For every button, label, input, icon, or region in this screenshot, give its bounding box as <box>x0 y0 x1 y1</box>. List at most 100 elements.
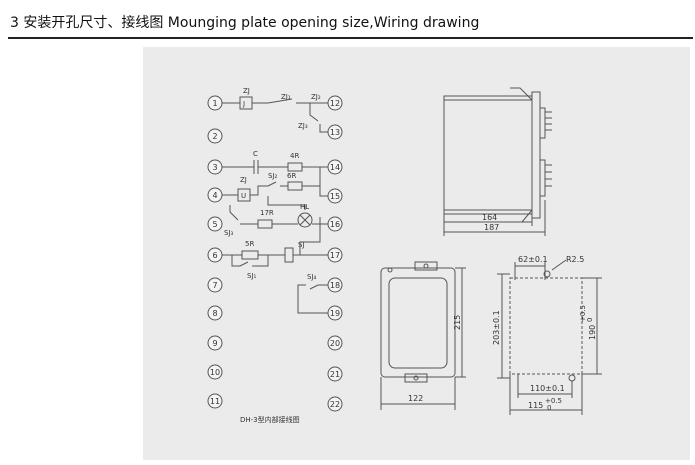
label-zj3: ZJ₃ <box>298 122 308 130</box>
relay-coil-sj <box>284 247 294 263</box>
terminal-8 <box>207 305 223 321</box>
terminal-11 <box>207 393 223 409</box>
dim-190-tol: +0.5 <box>579 305 587 322</box>
label-5r: 5R <box>245 240 254 248</box>
dim-115-tol2: 0 <box>547 404 551 412</box>
terminal-20 <box>327 335 343 351</box>
label-sj4: SJ₄ <box>307 273 317 281</box>
dim-115: 115 <box>528 401 543 410</box>
label-17r: 17R <box>260 209 274 217</box>
terminal-number: 11 <box>210 397 220 406</box>
relay-coil-zj <box>239 96 253 110</box>
top-tab <box>414 261 438 271</box>
terminal-number: 21 <box>330 370 340 379</box>
terminal-number: 18 <box>330 281 340 290</box>
terminal-number: 20 <box>330 339 340 348</box>
terminal-7 <box>207 277 223 293</box>
mounting-flange <box>531 91 541 219</box>
dim-115-tol: +0.5 <box>545 397 562 405</box>
label-6r: 6R <box>287 172 296 180</box>
resistor-5r <box>241 250 259 260</box>
terminal-number: 14 <box>330 163 340 172</box>
circuit-terminal-4-15: ZJ U SJ₂ 6R <box>222 172 328 210</box>
circuit-terminal-6-17: 5R SJ SJ₁ <box>222 217 328 280</box>
right-terminal-numbers: 12 13 14 15 16 17 18 19 20 21 22 <box>330 99 340 409</box>
resistor-17r <box>257 219 273 229</box>
capacitor-c <box>253 160 259 174</box>
terminal-number: 13 <box>330 128 340 137</box>
mounting-hole-top <box>543 270 551 278</box>
front-view: 215 122 <box>380 261 466 410</box>
cutout-outline <box>509 277 583 375</box>
label-zj2: ZJ₂ <box>311 93 321 101</box>
section-heading: 3 安装开孔尺寸、接线图 Mounging plate opening size… <box>10 15 480 31</box>
resistor-4r <box>287 162 303 172</box>
panel-cutout: 62±0.1 R2.5 203±0.1 190 +0.5 0 110±0.1 1… <box>492 255 602 415</box>
right-terminal-column <box>327 95 343 412</box>
circuit-terminal-3-14: C 4R <box>222 150 328 186</box>
circuit-terminal-1-12: ZJ J ZJ₁ ZJ₂ ZJ₃ <box>222 87 328 133</box>
terminal-number: 16 <box>330 220 340 229</box>
terminal-22 <box>327 396 343 412</box>
left-terminal-column <box>207 95 223 409</box>
terminal-number: 17 <box>330 251 340 260</box>
terminal-2 <box>207 128 223 144</box>
terminal-9 <box>207 335 223 351</box>
label-sj1: SJ₁ <box>247 272 257 280</box>
dim-62: 62±0.1 <box>518 255 548 264</box>
terminal-number: 1 <box>212 99 217 108</box>
wiring-diagram: 1 2 3 4 5 6 7 8 9 10 11 12 <box>207 87 343 424</box>
front-plate <box>380 267 456 378</box>
relay-coil-u <box>237 188 251 202</box>
label-4r: 4R <box>290 152 299 160</box>
terminal-number: 9 <box>212 339 217 348</box>
terminal-number: 12 <box>330 99 340 108</box>
case-body <box>443 95 533 215</box>
terminal-10 <box>207 364 223 380</box>
mounting-hole-bottom <box>568 374 576 382</box>
label-c: C <box>253 150 258 158</box>
dim-187: 187 <box>484 223 499 232</box>
label-hl: HL <box>300 203 309 211</box>
label-zj: ZJ <box>243 87 250 95</box>
terminal-number: 6 <box>212 251 217 260</box>
drawing-panel <box>143 47 690 460</box>
dim-203: 203±0.1 <box>492 310 501 345</box>
terminal-number: 3 <box>212 163 217 172</box>
dim-190: 190 <box>588 325 597 340</box>
terminal-5 <box>207 216 223 232</box>
bottom-tab <box>404 373 428 383</box>
terminal-number: 7 <box>212 281 217 290</box>
terminal-number: 19 <box>330 309 340 318</box>
label-sj3: SJ₃ <box>224 229 234 237</box>
terminal-number: 5 <box>212 220 217 229</box>
rear-terminal-block <box>539 107 546 139</box>
dim-215: 215 <box>453 315 462 330</box>
side-view: 164 187 <box>443 87 552 236</box>
circuit-terminal-18-19: SJ₄ <box>297 273 328 314</box>
circuit-terminal-5-16: 17R HL SJ₃ <box>224 203 328 237</box>
left-terminal-numbers: 1 2 3 4 5 6 7 8 9 10 11 <box>210 99 220 406</box>
terminal-number: 4 <box>212 191 217 200</box>
label-sj: SJ <box>298 241 305 249</box>
wiring-caption: DH-3型内部接线图 <box>240 415 300 424</box>
dim-190-tol2: 0 <box>586 318 594 322</box>
heading-rule <box>8 37 693 39</box>
terminal-number: 8 <box>212 309 217 318</box>
front-window <box>388 277 448 369</box>
dim-164: 164 <box>482 213 497 222</box>
dim-r25: R2.5 <box>566 255 584 264</box>
terminal-number: 22 <box>330 400 340 409</box>
lamp-hl <box>297 212 313 228</box>
dim-122: 122 <box>408 394 423 403</box>
terminal-21 <box>327 366 343 382</box>
label-zj-b: ZJ <box>240 176 247 184</box>
terminal-number: 10 <box>210 368 220 377</box>
label-sj2: SJ₂ <box>268 172 278 180</box>
terminal-number: 15 <box>330 192 340 201</box>
terminal-number: 2 <box>212 132 217 141</box>
dim-110: 110±0.1 <box>530 384 565 393</box>
resistor-6r <box>287 181 303 191</box>
label-zj1: ZJ₁ <box>281 93 291 101</box>
